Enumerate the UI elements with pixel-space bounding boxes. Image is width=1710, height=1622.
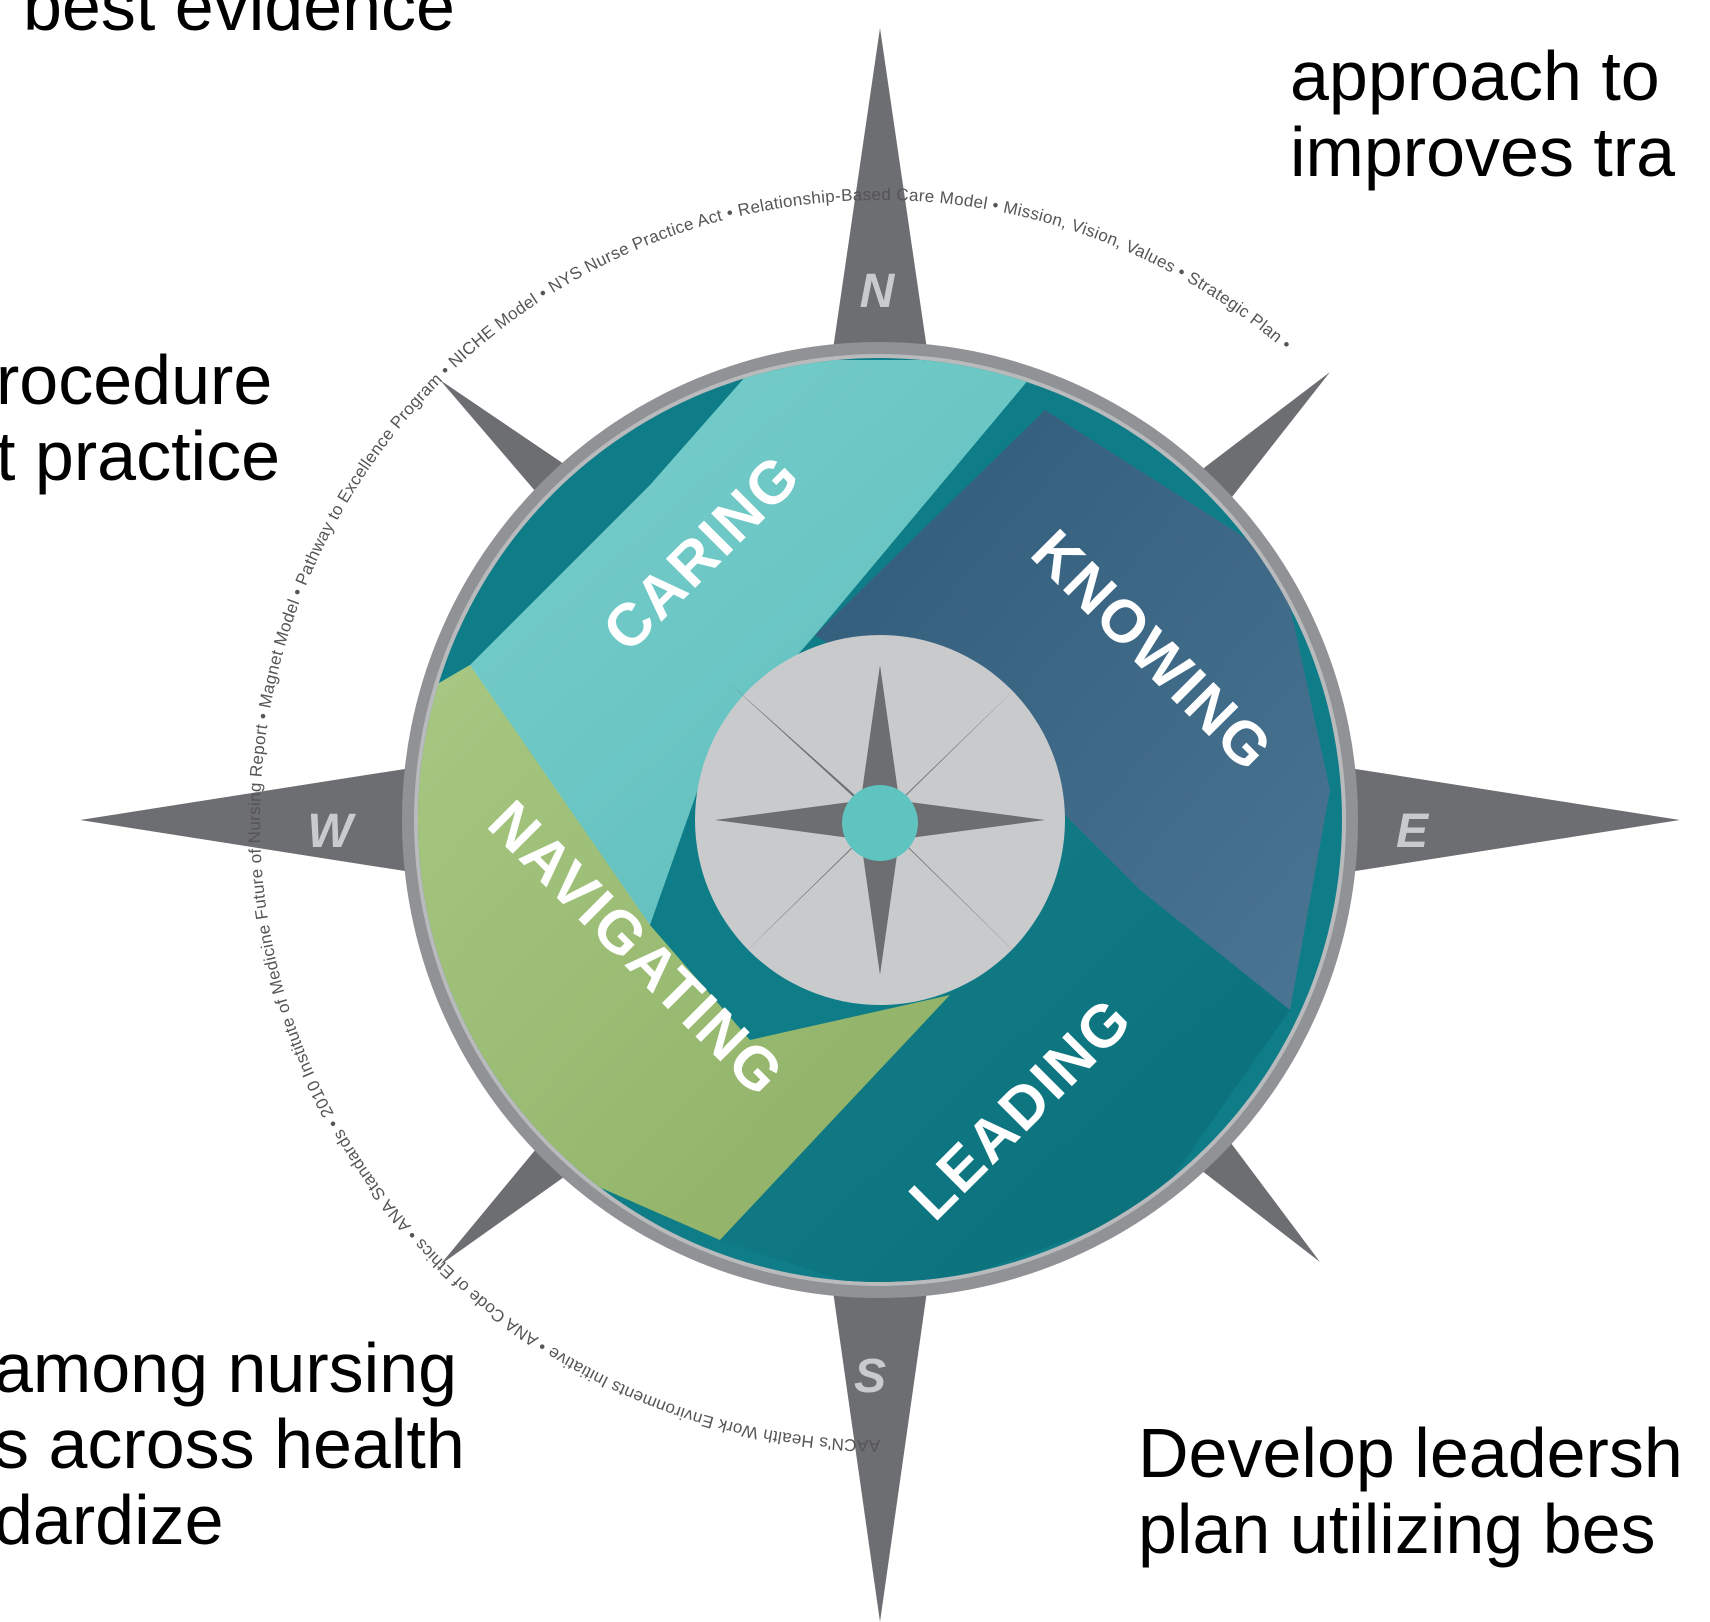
band-knowing [815, 410, 1330, 1010]
text-line: rocedure [0, 341, 273, 419]
text-bottom-left: among nursing s across health dardize [0, 1330, 465, 1558]
text-line: Develop leadersh [1138, 1414, 1683, 1492]
text-bottom-right: Develop leadersh plan utilizing bes [1138, 1415, 1683, 1567]
star-point-north [830, 28, 930, 370]
direction-west: W [307, 805, 356, 858]
text-line: plan utilizing bes [1138, 1490, 1656, 1568]
star-point-south [830, 1270, 930, 1622]
direction-north: N [860, 265, 896, 318]
text-line: s across health [0, 1405, 465, 1483]
band-leading [720, 760, 1290, 1282]
text-mid-left: rocedure t practice [0, 342, 280, 494]
text-line: improves tra [1290, 113, 1676, 191]
inner-star-west [715, 798, 880, 842]
direction-south: S [854, 1350, 886, 1403]
text-line: approach to [1290, 37, 1660, 115]
text-line: among nursing [0, 1329, 458, 1407]
text-top-right: approach to improves tra [1290, 38, 1675, 190]
center-dot [842, 785, 918, 861]
text-line: t practice [0, 417, 280, 495]
star-point-west [80, 765, 430, 875]
text-top-left: l best evidence [0, 0, 455, 44]
text-line: dardize [0, 1481, 224, 1559]
text-line: l best evidence [0, 0, 455, 45]
inner-star-north [858, 665, 902, 820]
star-point-east [1330, 765, 1680, 875]
direction-east: E [1396, 805, 1430, 858]
band-navigating [418, 665, 950, 1240]
band-caring [418, 360, 1045, 925]
inner-star-east [880, 798, 1045, 842]
